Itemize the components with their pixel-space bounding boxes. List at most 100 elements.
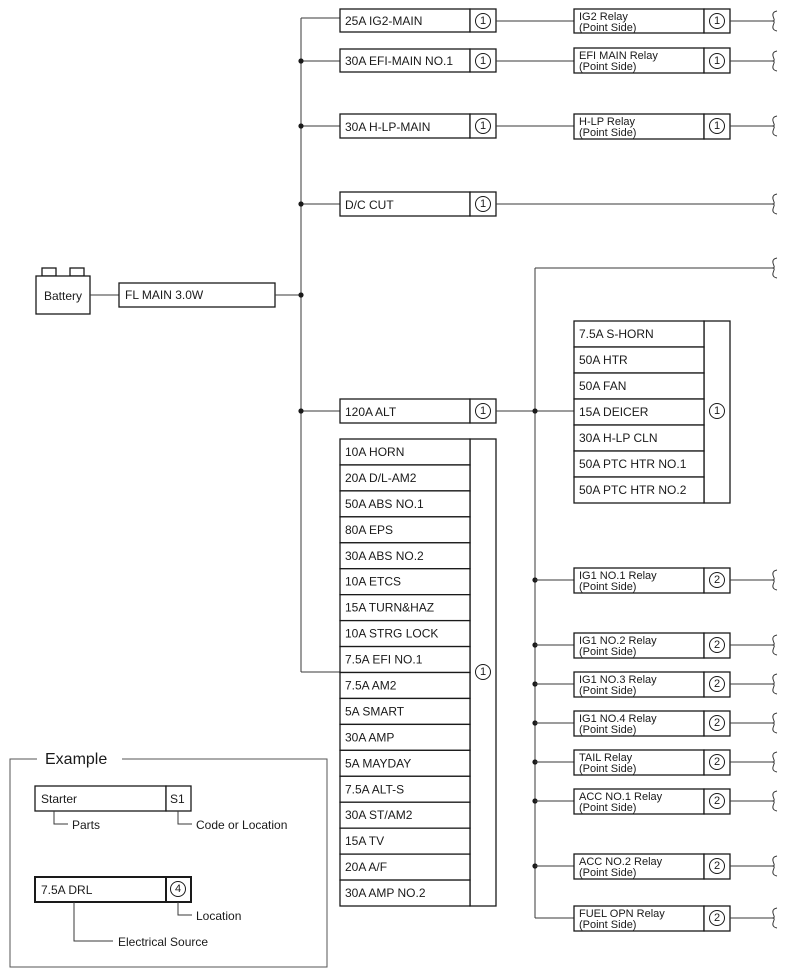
location-code: 2 [714,678,720,690]
fuse-cell-label: 50A PTC HTR NO.1 [579,457,687,471]
junction-dot [298,123,304,129]
relay-item: ACC NO.1 Relay(Point Side)2 [535,788,774,815]
example-legend: Example Starter S1 Parts Code or Locatio… [9,751,328,968]
fuse-cell [339,723,471,751]
fuse-cell-label: 7.5A AM2 [345,678,397,692]
fuse-cell-label: 10A STRG LOCK [345,627,438,641]
relay-label: IG2 Relay [579,11,628,23]
relay-sublabel: (Point Side) [579,685,636,697]
relay-sublabel: (Point Side) [579,763,636,775]
relay-label: TAIL Relay [579,752,633,764]
relay-item: IG1 NO.2 Relay(Point Side) 2 [535,632,774,659]
example-code-label: Code or Location [196,818,287,832]
fuse-cell-label: 50A PTC HTR NO.2 [579,483,687,497]
fuse-cell-label: 20A A/F [345,860,387,874]
location-code: 1 [480,405,486,417]
fuse-cell [573,450,705,478]
relay-label: EFI MAIN Relay [579,50,658,62]
location-code: 1 [714,120,720,132]
location-code: 1 [714,405,720,417]
fuse-cell-label: 50A HTR [579,353,628,367]
junction-dot [298,408,304,414]
location-code: 1 [480,15,486,27]
fuse-cell [339,645,471,674]
fuse-cell [339,568,471,596]
example-location-label: Location [196,909,241,923]
wire-break-mark [771,673,778,695]
example-source-label: Electrical Source [118,935,208,949]
relay-label: IG1 NO.2 Relay [579,635,657,647]
fuse-label: 25A IG2-MAIN [345,14,422,28]
wire-break-mark [771,569,778,591]
fuse-cell [573,320,705,348]
fuse-cell [339,879,471,907]
fuse-cell [339,697,471,726]
junction-dot [298,201,304,207]
wire-break-mark [771,907,778,929]
fuse-label: 30A EFI-MAIN NO.1 [345,54,453,68]
wire-break-mark [771,751,778,773]
location-code: 2 [714,717,720,729]
fuse-cell-label: 50A FAN [579,379,626,393]
relay-sublabel: (Point Side) [579,802,636,814]
wire-break-mark [771,257,778,279]
location-code: 1 [714,55,720,67]
fuse-cell [573,372,705,400]
location-code: 2 [714,912,720,924]
relay-label: IG1 NO.4 Relay [579,713,657,725]
wire-break-mark [771,193,778,215]
wire-break-mark [771,790,778,812]
fuse-cell-label: 15A TURN&HAZ [345,601,434,615]
relay-item: IG1 NO.4 Relay(Point Side) 2 [535,710,774,737]
example-parts-code: S1 [170,792,185,806]
junction-dot [298,58,304,64]
fuse-cell-label: 30A ST/AM2 [345,808,413,822]
relay-item: IG1 NO.3 Relay(Point Side) 2 [535,671,774,698]
fuse-cell [339,438,471,466]
fuse-cell-label: 30A H-LP CLN [579,431,658,445]
fuse-cell-label: 20A D/L-AM2 [345,471,417,485]
fuse-cell-label: 30A AMP [345,730,394,744]
relay-sublabel: (Point Side) [579,646,636,658]
fuse-cell [339,594,471,622]
relay-label: IG1 NO.3 Relay [579,674,657,686]
relay-sublabel: (Point Side) [579,867,636,879]
wire-break-mark [771,634,778,656]
example-source-box: 7.5A DRL [41,883,93,897]
fuse-label: 30A H-LP-MAIN [345,120,430,134]
relay-sublabel: (Point Side) [579,724,636,736]
fuse-cell-label: 7.5A S-HORN [579,327,654,341]
relay-sublabel: (Point Side) [579,61,636,73]
fuse-cell [573,424,705,452]
relay-item: FUEL OPN Relay(Point Side)2 [535,905,774,932]
fuse-cell [339,464,471,492]
relay-item: ACC NO.2 Relay(Point Side)2 [535,853,774,880]
fuse-dc-cut: D/C CUT 1 [339,191,497,217]
fuse-cell-label: 50A ABS NO.1 [345,497,424,511]
relay-label: FUEL OPN Relay [579,908,665,920]
fuse-cell-label: 10A ETCS [345,575,401,589]
fuse-cell [573,346,705,374]
location-code: 1 [714,15,720,27]
battery: Battery [35,267,91,315]
fuse-cell-label: 10A HORN [345,445,404,459]
wire-break-mark [771,712,778,734]
fuse-block-b: 1 7.5A S-HORN 50A HTR 50A FAN 15A DEICER 30A… [573,320,731,504]
example-parts-label: Parts [72,818,100,832]
relay-label: H-LP Relay [579,116,636,128]
fuse-cell [339,775,471,803]
location-code: 2 [714,639,720,651]
fuse-cell [339,516,471,544]
fuse-cell-label: 15A TV [345,834,384,848]
fuse-cell-label: 5A SMART [345,704,405,718]
relay-efi-main: EFI MAIN Relay (Point Side) 1 [573,47,731,74]
example-source-code: 4 [175,883,181,895]
main-fuse-label: FL MAIN 3.0W [125,288,204,302]
relay-label: ACC NO.2 Relay [579,856,663,868]
fuse-120a-alt: 120A ALT 1 [339,398,497,424]
relay-sublabel: (Point Side) [579,127,636,139]
fuse-cell [573,476,705,504]
fuse-cell-label: 15A DEICER [579,405,649,419]
